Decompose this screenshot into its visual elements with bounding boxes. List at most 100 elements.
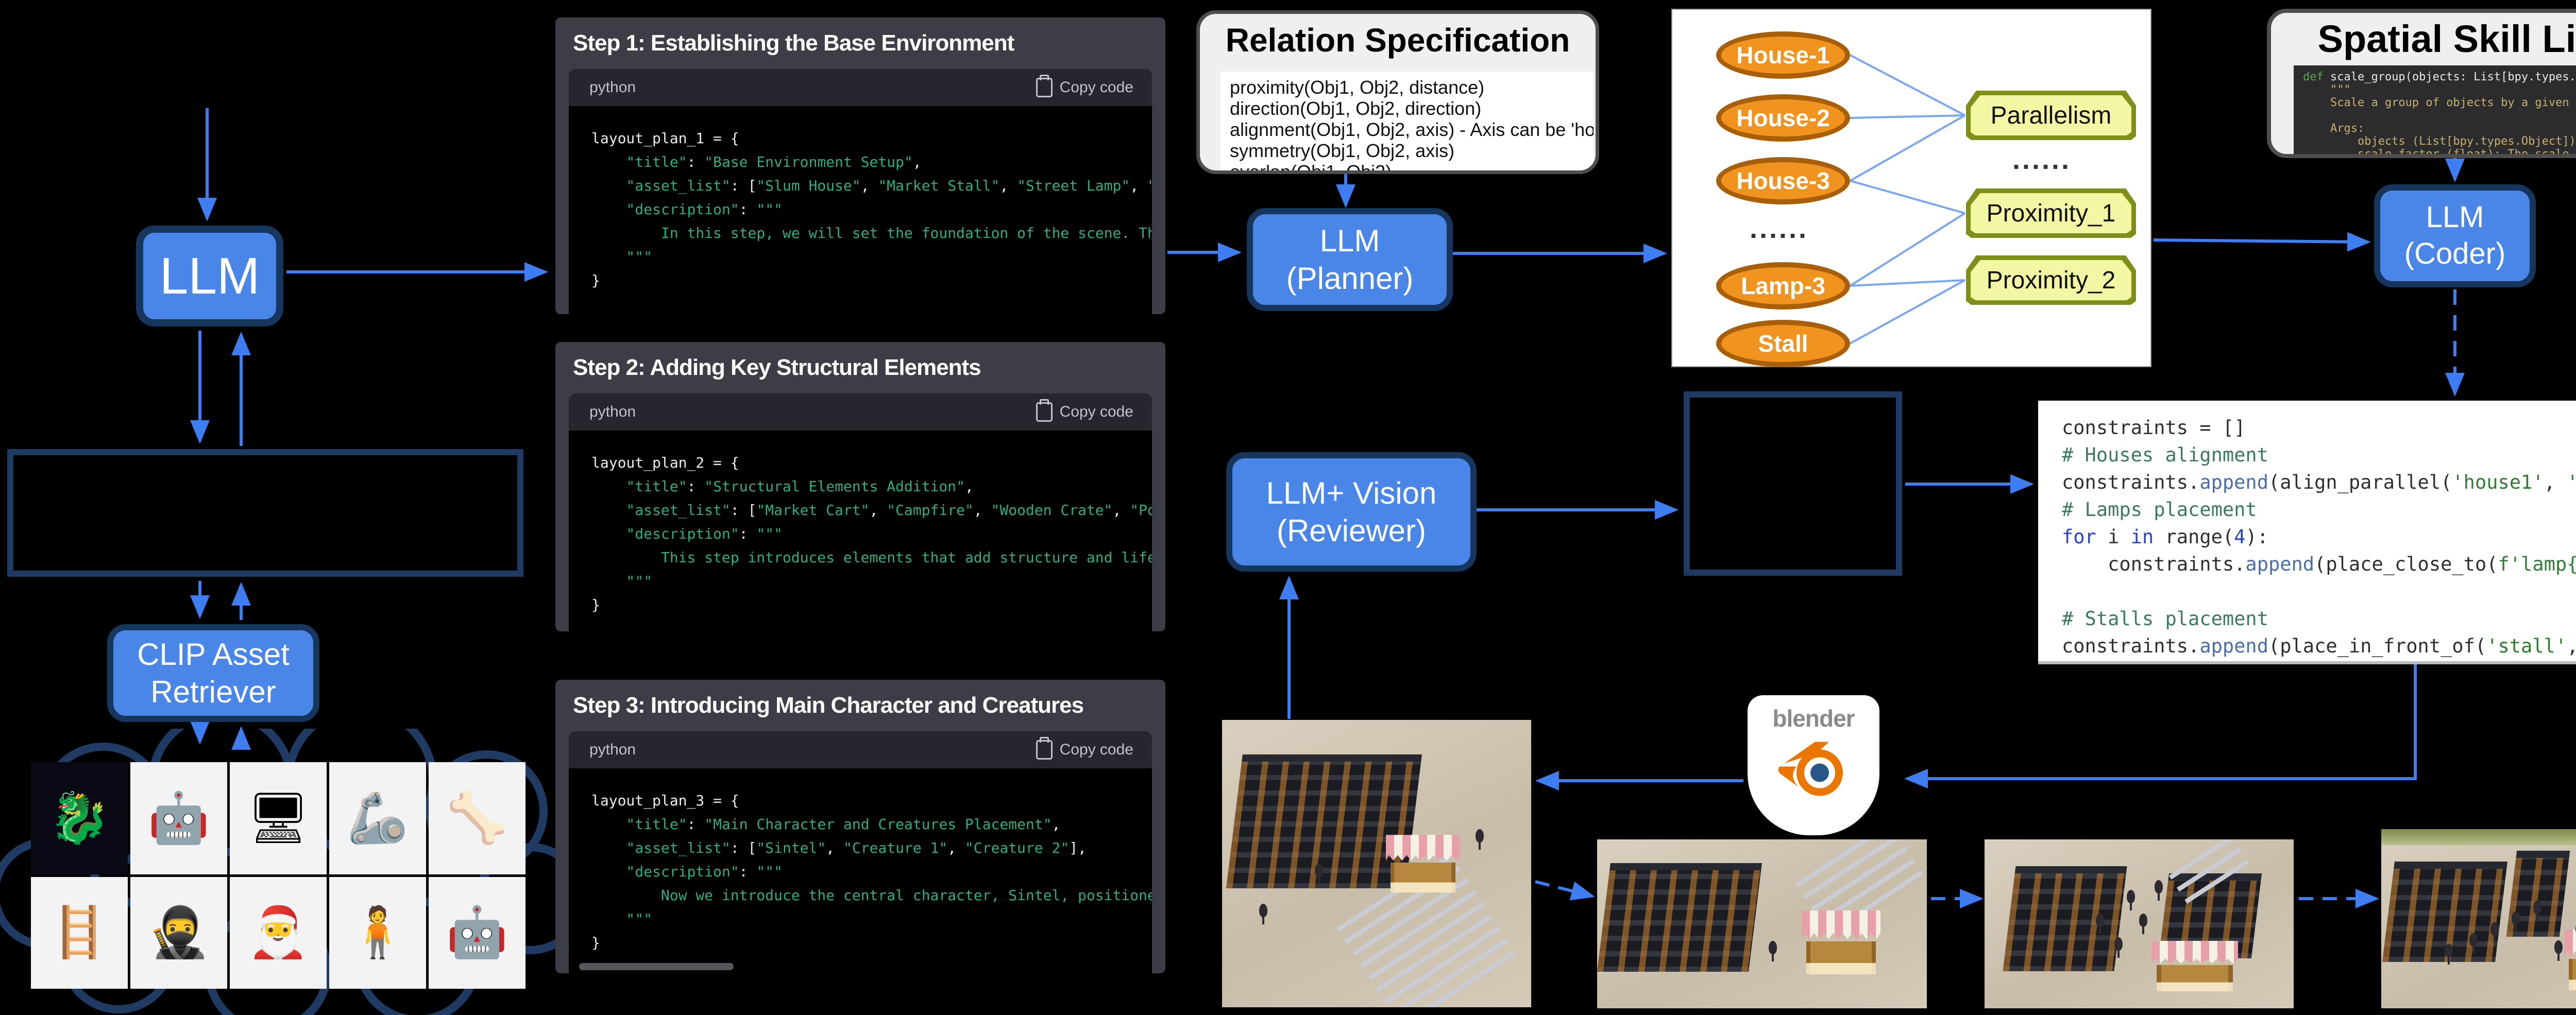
entity-node-stall: Stall <box>1716 320 1850 367</box>
reviewer-line2: (Reviewer) <box>1276 513 1427 548</box>
code-line: constraints.append(place_close_to(f'lamp… <box>2062 553 2576 575</box>
entity-node-house-2: House-2 <box>1716 94 1850 142</box>
scene-lamp-post <box>2155 880 2163 901</box>
scene-lamp-post <box>1315 864 1323 884</box>
step3-title: Step 3: Introducing Main Character and C… <box>573 693 1084 718</box>
code-line: "description": """ <box>626 863 783 880</box>
scene-stall <box>1801 910 1881 975</box>
llm-planner-box: LLM (Planner) <box>1247 208 1453 311</box>
skill-library-code: def scale_group(objects: List[bpy.types.… <box>2294 65 2576 158</box>
spatial-skill-library-card: Spatial Skill Library def scale_group(ob… <box>2267 9 2576 158</box>
step3-copy-code-button[interactable]: Copy code <box>1036 737 1133 760</box>
step2-copy-code-button[interactable]: Copy code <box>1036 399 1133 422</box>
scene-lamp-post <box>2575 922 2576 936</box>
relation-ellipsis: ...... <box>2012 144 2072 175</box>
code-line: layout_plan_2 = { <box>591 454 739 471</box>
llm-box-label: LLM <box>159 247 260 305</box>
scene-lamp-post <box>1259 904 1267 925</box>
code-line: constraints.append(align_parallel('house… <box>2062 471 2576 493</box>
llm-vision-reviewer-box: LLM+ Vision (Reviewer) <box>1226 452 1477 572</box>
scene-sky <box>2381 829 2576 846</box>
scene-lamp-post <box>2490 922 2499 943</box>
step3-horizontal-scrollbar[interactable] <box>579 963 734 970</box>
step1-title: Step 1: Establishing the Base Environmen… <box>573 30 1014 56</box>
planner-line1: LLM <box>1319 223 1380 258</box>
arrow-render-to-scene1 <box>1535 880 1595 901</box>
code-line: } <box>591 596 600 613</box>
scene-lamp-post <box>2139 914 2147 935</box>
code-line: # Lamps placement <box>2062 498 2257 521</box>
scene-building <box>2003 866 2127 972</box>
code-line: "title": "Base Environment Setup", <box>626 153 922 170</box>
code-line: "title": "Structural Elements Addition", <box>626 478 974 495</box>
asset-thumb-trooper: 🥷 <box>130 876 227 989</box>
render-iter-1 <box>1597 839 1927 1008</box>
code-line: """ <box>591 248 653 265</box>
step-panel-1: Step 1: Establishing the Base Environmen… <box>555 18 1165 314</box>
reviewer-line1: LLM+ Vision <box>1266 475 1437 510</box>
code-line <box>2303 109 2576 122</box>
arrow-graph-to-coder <box>2153 232 2371 252</box>
blender-logo-icon <box>1778 742 1843 796</box>
llm-box: LLM <box>136 226 283 326</box>
code-line: """ <box>591 910 653 927</box>
code-line: constraints = [] <box>2062 417 2246 439</box>
clipboard-icon <box>1036 75 1053 97</box>
asset-thumb-monitor-arm: 🖥 <box>230 762 327 874</box>
render-iter-2 <box>1985 839 2294 1008</box>
code-line: This step introduces elements that add s… <box>591 549 1152 566</box>
clipboard-icon <box>1036 399 1053 422</box>
relation-node-parallelism: Parallelism <box>1966 91 2136 140</box>
asset-thumb-stair-truck: 🪜 <box>31 876 128 989</box>
blender-label: blender <box>1772 705 1855 732</box>
scene-lamp-post <box>2512 911 2520 933</box>
clipboard-icon <box>1036 737 1053 760</box>
step1-code: layout_plan_1 = { "title": "Base Environ… <box>569 106 1152 293</box>
step-panel-3: Step 3: Introducing Main Character and C… <box>555 680 1165 973</box>
asset-thumb-droid: 🤖 <box>429 876 526 989</box>
relation-spec-title: Relation Specification <box>1225 22 1570 59</box>
list-item: alignment(Obj1, Obj2, axis) - Axis can b… <box>1230 119 1594 140</box>
arrow-constraints-to-blender <box>1904 662 2417 788</box>
planner-line2: (Planner) <box>1286 261 1414 296</box>
code-line: } <box>591 272 600 289</box>
asset-thumb-robot-arm: 🦾 <box>329 762 426 874</box>
asset-thumb-dragon: 🐉 <box>31 762 128 874</box>
code-line: } <box>591 934 600 951</box>
entity-node-lamp-3: Lamp-3 <box>1716 262 1850 309</box>
code-line: "asset_list": ["Sintel", "Creature 1", "… <box>626 839 1087 856</box>
code-line: """ <box>2303 83 2351 96</box>
asset-thumb-character: 🧍 <box>329 876 426 989</box>
code-line: In this step, we will set the foundation… <box>591 225 1152 242</box>
code-line: scale_factor (float): The scale factor t… <box>2357 148 2576 158</box>
scene-lamp-post <box>2554 940 2563 961</box>
relation-node-proximity_2: Proximity_2 <box>1966 255 2136 305</box>
code-line: "title": "Main Character and Creatures P… <box>626 816 1061 833</box>
scene-lamp-post <box>1476 829 1484 850</box>
code-line: Args: <box>2303 122 2365 135</box>
code-line: "asset_list": ["Market Cart", "Campfire"… <box>626 502 1152 519</box>
asset-thumb-robot: 🤖 <box>130 762 227 874</box>
code-line <box>2062 578 2576 605</box>
code-line: """ <box>591 573 653 590</box>
relation-node-proximity_1: Proximity_1 <box>1966 188 2136 238</box>
list-item: proximity(Obj1, Obj2, distance) <box>1230 77 1485 98</box>
scene-stall <box>2565 929 2576 991</box>
relation-specification-card: Relation Specification proximity(Obj1, O… <box>1196 10 1599 174</box>
step1-copy-code-button[interactable]: Copy code <box>1036 75 1133 97</box>
llm-coder-box: LLM (Coder) <box>2374 184 2536 287</box>
step2-code: layout_plan_2 = { "title": "Structural E… <box>569 431 1152 617</box>
render-main <box>1222 720 1531 1007</box>
coder-line1: LLM <box>2426 200 2484 234</box>
code-line: # Stalls placement <box>2062 608 2268 630</box>
code-line: "description": """ <box>626 525 783 542</box>
asset-thumb-skeleton: 🦴 <box>429 762 526 874</box>
code-line: "asset_list": ["Slum House", "Market Sta… <box>626 177 1152 194</box>
step-panel-2: Step 2: Adding Key Structural Elements p… <box>555 342 1165 631</box>
relation-spec-list: proximity(Obj1, Obj2, distance)direction… <box>1221 72 1594 170</box>
scene-stall <box>1386 835 1460 892</box>
scene-lamp-post <box>1768 940 1777 961</box>
